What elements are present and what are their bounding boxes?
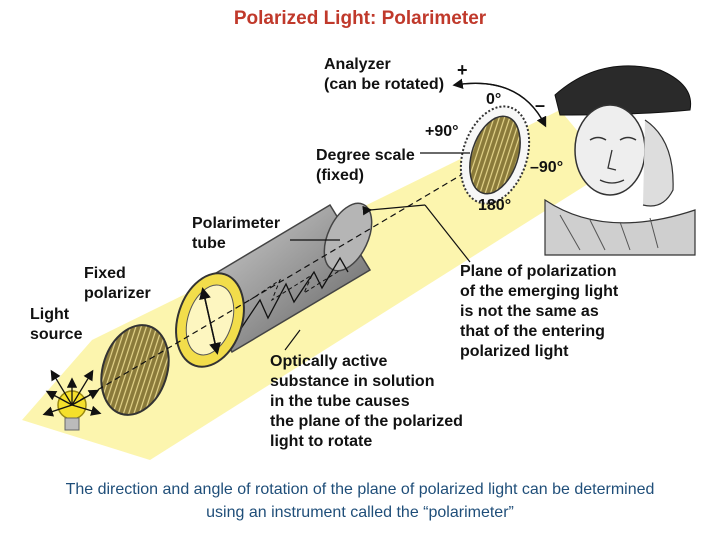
- portrait-sketch: [544, 65, 696, 256]
- analyzer-disk: [469, 115, 521, 195]
- optically-label-2: substance in solution: [270, 373, 435, 390]
- minus-90-label: –90°: [530, 159, 564, 176]
- degree-scale-label: Degree scale: [316, 147, 415, 164]
- optically-label-4: the plane of the polarized: [270, 413, 463, 430]
- plus-90-label: +90°: [425, 123, 459, 140]
- caption-text: The direction and angle of rotation of t…: [65, 481, 655, 521]
- plane-label-4: that of the entering: [460, 323, 605, 340]
- optical-axis: [71, 154, 496, 406]
- degree-scale-sublabel: (fixed): [316, 167, 364, 184]
- polarimeter-tube-label: Polarimeter: [192, 215, 281, 232]
- optically-label-3: in the tube causes: [270, 393, 410, 410]
- optically-label-5: light to rotate: [270, 433, 373, 450]
- zero-degree-label: 0°: [486, 91, 502, 108]
- analyzer-label: Analyzer: [324, 56, 391, 73]
- fixed-polarizer-label: Fixed: [84, 265, 126, 282]
- polarimeter-tube-sublabel: tube: [192, 235, 226, 252]
- minus-sign: –: [535, 95, 546, 115]
- plane-label-5: polarized light: [460, 343, 569, 360]
- fixed-polarizer-disk: [100, 324, 170, 416]
- deg-180-label: 180°: [478, 197, 512, 214]
- fixed-polarizer-sublabel: polarizer: [84, 285, 151, 302]
- plane-label-1: Plane of polarization: [460, 263, 617, 280]
- optically-label-1: Optically active: [270, 353, 388, 370]
- light-source-label: Light: [30, 306, 70, 323]
- plus-sign: +: [457, 60, 468, 80]
- plane-label-2: of the emerging light: [460, 283, 619, 300]
- analyzer-sublabel: (can be rotated): [324, 76, 445, 93]
- plane-label-3: is not the same as: [460, 303, 599, 320]
- light-source-sublabel: source: [30, 326, 83, 343]
- page-title: Polarized Light: Polarimeter: [233, 8, 487, 29]
